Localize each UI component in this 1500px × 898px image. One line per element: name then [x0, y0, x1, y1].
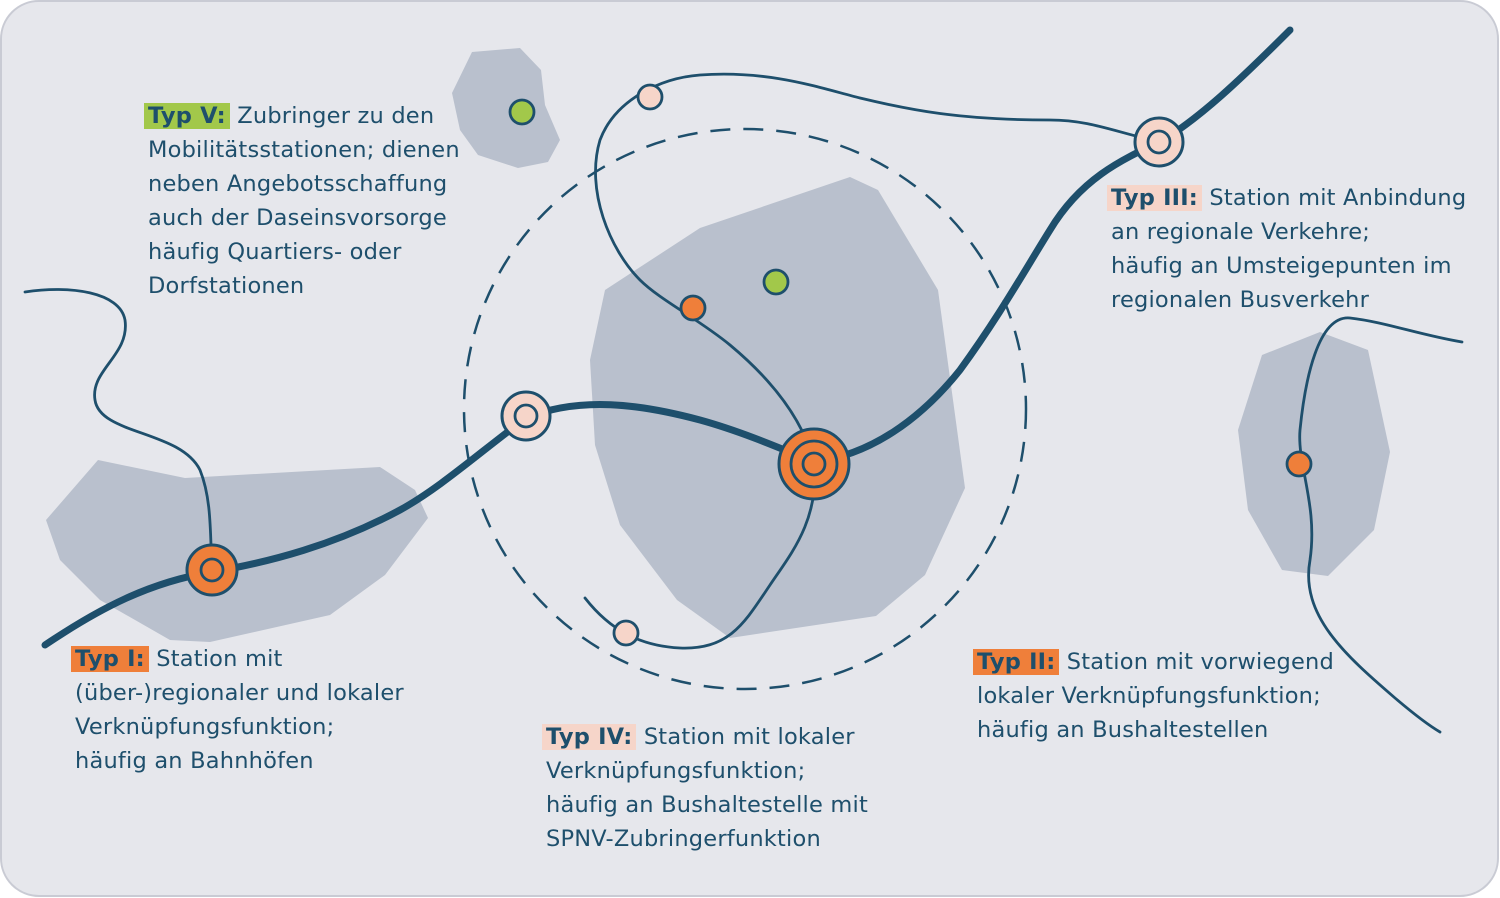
typ-i-line-3: Verknüpfungsfunktion;	[75, 714, 335, 740]
legend-typ-i: Typ I: Station mit (über-)regionaler und…	[71, 642, 404, 778]
station-typ-iv-ringed	[500, 390, 552, 442]
legend-typ-iii: Typ III: Station mit Anbindung an region…	[1107, 181, 1467, 317]
stop-orange-right	[1285, 450, 1313, 478]
typ-ii-line-1: Station mit vorwiegend	[1066, 649, 1334, 675]
legend-typ-ii: Typ II: Station mit vorwiegend lokaler V…	[973, 645, 1334, 747]
typ-ii-tag: Typ II:	[973, 649, 1060, 675]
bus-line-right	[1298, 316, 1464, 734]
stop-green-top	[508, 98, 536, 126]
typ-iii-line-1: Station mit Anbindung	[1209, 185, 1467, 211]
typ-v-line-5: häufig Quartiers- oder	[148, 239, 402, 265]
typ-v-tag: Typ V:	[144, 103, 230, 129]
catchment-dashed-circle	[462, 127, 1028, 691]
typ-i-line-4: häufig an Bahnhöfen	[75, 748, 314, 774]
stop-light-bottom	[612, 619, 640, 647]
typ-v-line-4: auch der Daseinsvorsorge	[148, 205, 447, 231]
station-central-hub	[777, 427, 851, 501]
typ-iv-line-1: Station mit lokaler	[643, 724, 855, 750]
typ-iii-line-4: regionalen Busverkehr	[1111, 287, 1370, 313]
typ-v-line-3: neben Angebotsschaffung	[148, 171, 448, 197]
settlement-area-small-top	[452, 48, 560, 168]
station-typ-i	[185, 543, 239, 597]
stop-orange-central	[679, 294, 707, 322]
typ-iii-tag: Typ III:	[1107, 185, 1202, 211]
typ-iii-line-2: an regionale Verkehre;	[1111, 219, 1371, 245]
typ-iii-line-3: häufig an Umsteigepunten im	[1111, 253, 1452, 279]
typ-iv-line-3: häufig an Bushaltestelle mit	[546, 792, 868, 818]
typ-iv-line-2: Verknüpfungsfunktion;	[546, 758, 806, 784]
typ-v-line-2: Mobilitätsstationen; dienen	[148, 137, 460, 163]
typ-v-line-1: Zubringer zu den	[237, 103, 435, 129]
settlement-area-right	[1238, 332, 1390, 576]
bus-line-left-loop	[23, 288, 214, 572]
typ-v-line-6: Dorfstationen	[148, 273, 305, 299]
regional-rail-line	[41, 26, 1294, 649]
legend-typ-iv: Typ IV: Station mit lokaler Verknüpfungs…	[542, 720, 868, 856]
typ-iv-tag: Typ IV:	[542, 724, 637, 750]
typ-i-line-1: Station mit	[156, 646, 283, 672]
station-typ-iii	[1133, 116, 1185, 168]
typ-ii-line-3: häufig an Bushaltestellen	[977, 717, 1269, 743]
settlement-area-left	[46, 460, 428, 642]
typ-iv-line-4: SPNV-Zubringerfunktion	[546, 826, 821, 852]
typ-ii-line-2: lokaler Verknüpfungsfunktion;	[977, 683, 1321, 709]
settlement-area-central	[590, 177, 965, 638]
typ-i-line-2: (über-)regionaler und lokaler	[75, 680, 404, 706]
typ-i-tag: Typ I:	[71, 646, 149, 672]
stop-green-central	[762, 268, 790, 296]
legend-typ-v: Typ V: Zubringer zu den Mobilitätsstatio…	[144, 99, 460, 303]
stop-light-top	[636, 83, 664, 111]
